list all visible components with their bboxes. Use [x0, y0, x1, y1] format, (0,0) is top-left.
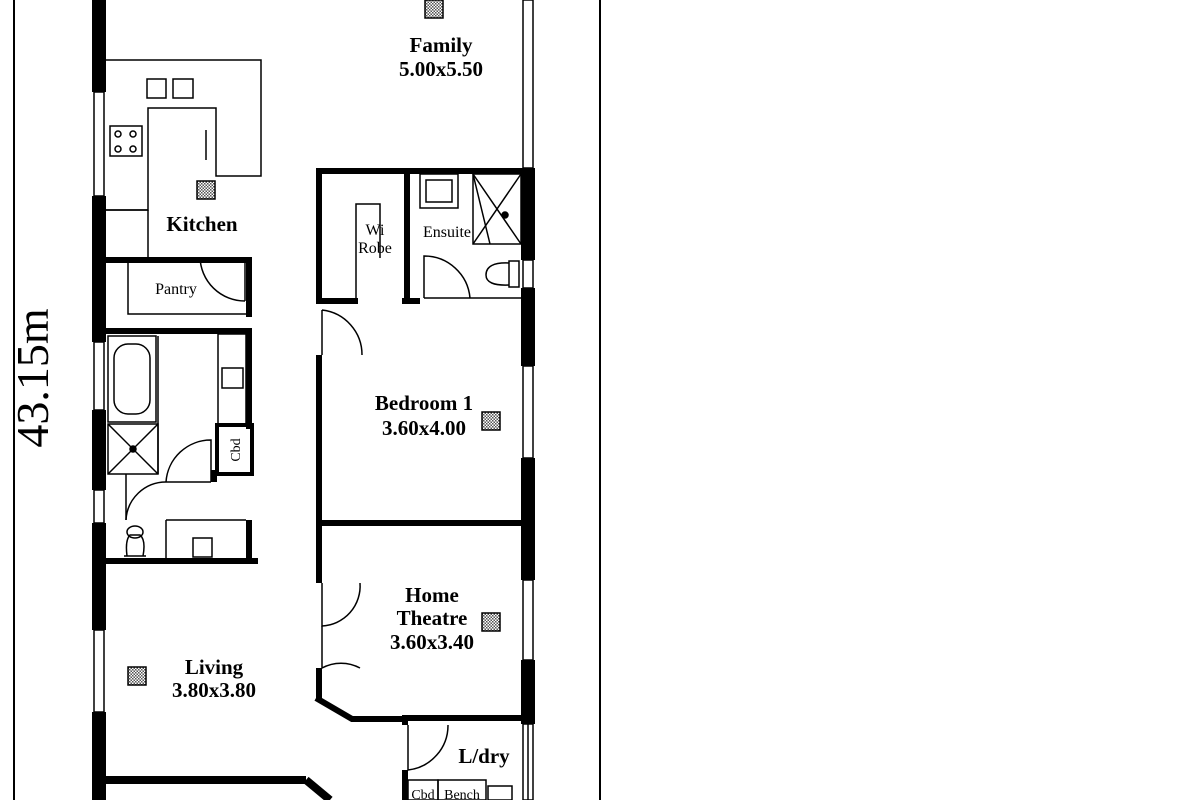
bathroom-cbd-label: Cbd [229, 438, 244, 461]
bedroom1-symbol [481, 411, 501, 431]
site-boundary [13, 0, 601, 800]
exterior-walls [92, 0, 535, 800]
pantry-name-label: Pantry [155, 281, 197, 298]
home-theatre-line2-label: Theatre [397, 606, 468, 630]
interior-walls [106, 168, 535, 800]
living-size-label: 3.80x3.80 [172, 678, 256, 702]
wi-robe-line1-label: Wi [366, 222, 385, 239]
angled-wall-theatre [314, 695, 402, 722]
living-name-label: Living [185, 655, 244, 679]
home-theatre-symbol [481, 612, 501, 632]
laundry-fixtures [407, 724, 529, 800]
living-symbol [127, 666, 147, 686]
door-swings [321, 309, 449, 771]
pantry-fixtures [127, 256, 246, 315]
kitchen-fixtures [106, 59, 262, 257]
home-theatre-size-label: 3.60x3.40 [390, 630, 474, 654]
kitchen-symbol [196, 180, 216, 200]
laundry-name-label: L/dry [458, 744, 510, 768]
ensuite-fixtures [355, 173, 522, 299]
bench-label: Bench [444, 788, 480, 800]
family-symbol [424, 0, 444, 19]
angled-wall-living [303, 776, 333, 800]
overall-dimension-label: 43.15m [7, 308, 58, 448]
ensuite-name-label: Ensuite [423, 224, 471, 241]
bathroom-fixtures [107, 333, 254, 558]
bedroom1-size-label: 3.60x4.00 [382, 416, 466, 440]
laundry-cbd-label: Cbd [411, 788, 434, 800]
wi-robe-line2-label: Robe [358, 240, 392, 257]
family-size-label: 5.00x5.50 [399, 57, 483, 81]
bedroom1-name-label: Bedroom 1 [375, 391, 473, 415]
home-theatre-line1-label: Home [405, 583, 459, 607]
kitchen-name-label: Kitchen [166, 212, 237, 236]
family-name-label: Family [410, 33, 473, 57]
hatch-symbols [127, 0, 501, 686]
